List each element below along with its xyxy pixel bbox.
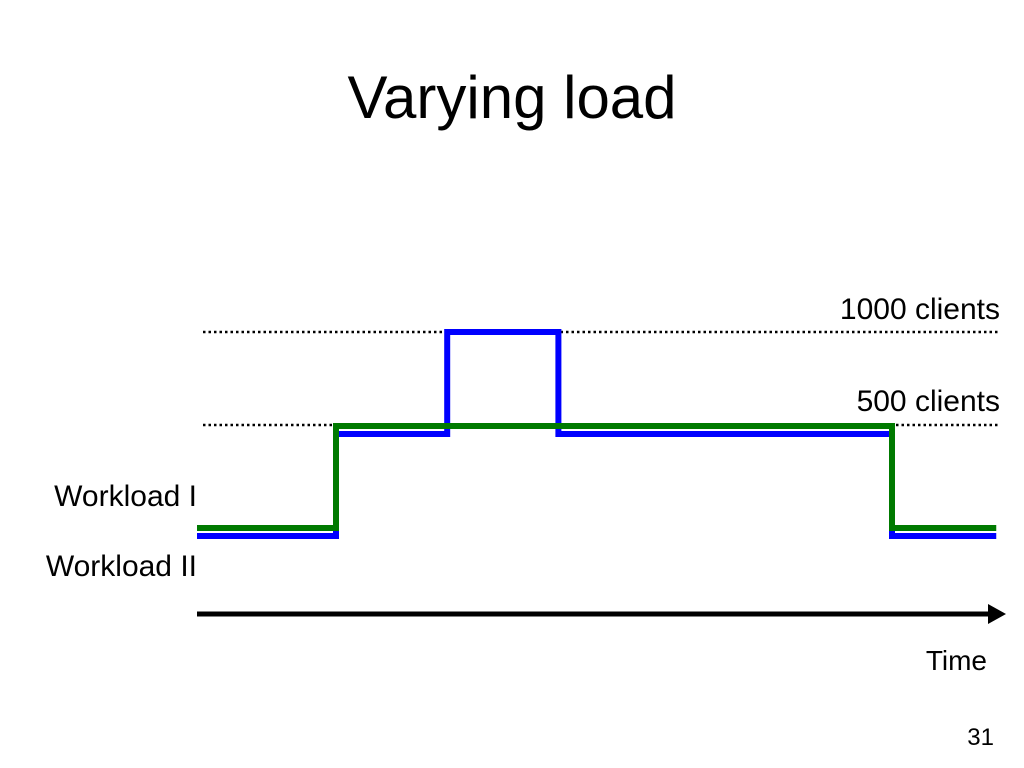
series-labels: Workload I Workload II (46, 480, 197, 583)
time-axis-arrowhead (988, 604, 1006, 624)
time-axis: Time (197, 604, 1006, 676)
series-line-1 (197, 423, 997, 531)
slide-title: Varying load (347, 64, 677, 131)
time-axis-label: Time (926, 645, 987, 676)
reference-line-label-2: 500 clients (857, 385, 1000, 418)
series-lines (197, 329, 997, 539)
series-label-2: Workload II (46, 550, 197, 583)
series-line-2 (197, 329, 997, 539)
slide-number: 31 (967, 724, 994, 751)
reference-line-labels: 1000 clients 500 clients (840, 293, 1000, 418)
series-label-1: Workload I (54, 480, 197, 513)
reference-line-label-1: 1000 clients (840, 293, 1000, 326)
